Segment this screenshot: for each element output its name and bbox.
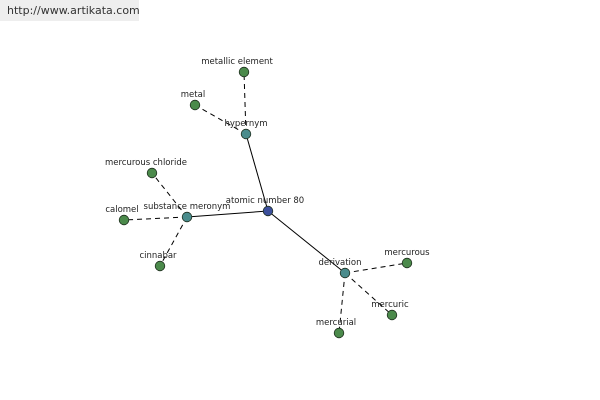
node-mercuric[interactable]: [386, 309, 398, 321]
node-hypernym[interactable]: [240, 128, 252, 140]
label-calomel: calomel: [105, 205, 138, 215]
edge-derivation-mercuric: [344, 272, 393, 316]
edge-hypernym-metallic-element: [243, 71, 247, 135]
edge-substance-meronym-cinnabar: [159, 216, 188, 267]
edge-derivation-mercurial: [338, 272, 346, 334]
edge-hypernym-metal: [194, 104, 247, 135]
label-substance-meronym: substance meronym: [144, 202, 231, 212]
label-mercuric: mercuric: [371, 300, 409, 310]
node-center[interactable]: [262, 205, 274, 217]
label-hypernym: hypernym: [224, 119, 267, 129]
edge-substance-meronym-mercurous-chloride: [151, 172, 188, 218]
label-center: atomic number 80: [226, 196, 304, 206]
edge-center-derivation: [267, 210, 346, 274]
node-metal[interactable]: [189, 99, 201, 111]
node-mercurous[interactable]: [401, 257, 413, 269]
label-metallic-element: metallic element: [201, 57, 273, 67]
label-metal: metal: [181, 90, 205, 100]
node-mercurous-chloride[interactable]: [146, 167, 158, 179]
label-mercurous: mercurous: [384, 248, 430, 258]
source-link[interactable]: http://www.artikata.com: [0, 0, 140, 21]
label-cinnabar: cinnabar: [139, 251, 177, 261]
edge-derivation-mercurous: [344, 262, 408, 274]
node-cinnabar[interactable]: [154, 260, 166, 272]
edge-center-substance-meronym: [186, 210, 269, 218]
node-metallic-element[interactable]: [238, 66, 250, 78]
label-mercurous-chloride: mercurous chloride: [105, 158, 187, 168]
edge-substance-meronym-calomel: [123, 216, 188, 221]
node-substance-meronym[interactable]: [181, 211, 193, 223]
node-mercurial[interactable]: [333, 327, 345, 339]
label-mercurial: mercurial: [316, 318, 356, 328]
label-derivation: derivation: [318, 258, 361, 268]
edge-center-hypernym: [245, 133, 269, 212]
node-calomel[interactable]: [118, 214, 130, 226]
node-derivation[interactable]: [339, 267, 351, 279]
